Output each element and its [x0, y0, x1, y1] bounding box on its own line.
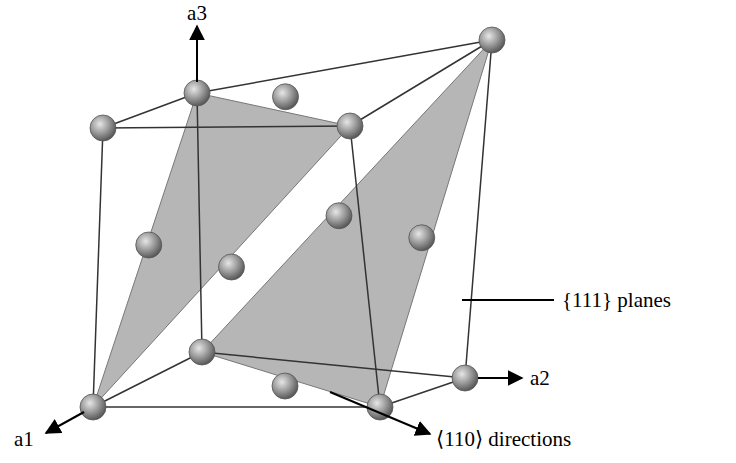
atom [326, 203, 352, 229]
atom [80, 394, 106, 420]
atom [184, 80, 210, 106]
axis-label: a1 [14, 428, 34, 451]
axis-arrow [196, 26, 198, 82]
cube-edge [93, 352, 202, 407]
cube-edge [380, 378, 465, 407]
direction-label: ⟨110⟩ directions [436, 428, 571, 451]
atom [90, 115, 116, 141]
atom [189, 339, 215, 365]
plane-111 [202, 40, 492, 407]
axis-label: a2 [530, 367, 550, 390]
atom [136, 232, 162, 258]
cube-edge [93, 128, 103, 407]
cube-edge [197, 93, 202, 352]
cube-edge [465, 40, 492, 378]
plane-label: {111} planes [562, 289, 671, 312]
atom [452, 365, 478, 391]
atom [219, 254, 245, 280]
atom [273, 84, 299, 110]
atom [409, 225, 435, 251]
cube-edge [103, 126, 350, 128]
cube-edge [202, 352, 465, 378]
leader-line [462, 299, 554, 301]
cube-edge [103, 93, 197, 128]
cube-edge [350, 40, 492, 126]
cube-edge [93, 406, 380, 408]
atom [337, 113, 363, 139]
axis-arrow [46, 412, 84, 433]
atom [479, 27, 505, 53]
axis-arrow [478, 377, 522, 379]
cube-edge [350, 126, 380, 407]
atom [272, 373, 298, 399]
axis-label: a3 [187, 2, 207, 25]
leader-arrow [330, 392, 430, 434]
